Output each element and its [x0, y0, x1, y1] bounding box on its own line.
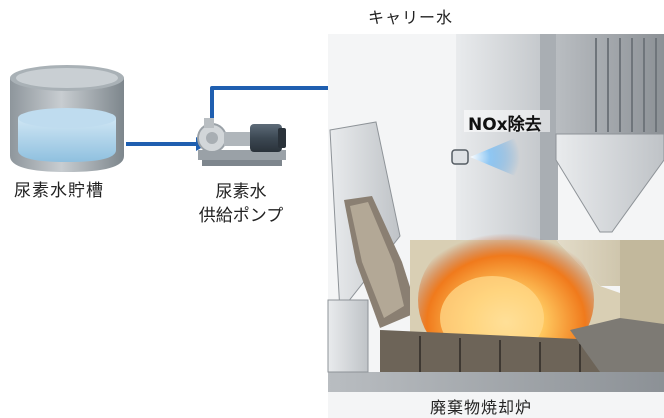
- urea-tank-label: 尿素水貯槽: [14, 181, 104, 201]
- carrier-water-label: キャリー水: [368, 8, 454, 27]
- nozzle: [451, 149, 469, 165]
- urea-spray: [470, 136, 520, 178]
- urea-pump-label-line1: 尿素水: [215, 182, 267, 202]
- urea-pump: [197, 118, 286, 166]
- urea-tank: [10, 65, 124, 172]
- incinerator: [327, 34, 664, 418]
- incinerator-label: 廃棄物焼却炉: [430, 398, 533, 417]
- nox-removal-label: NOx除去: [468, 115, 542, 135]
- urea-pump-label-line2: 供給ポンプ: [198, 206, 284, 226]
- urea-pump-label: 尿素水 供給ポンプ: [196, 180, 286, 228]
